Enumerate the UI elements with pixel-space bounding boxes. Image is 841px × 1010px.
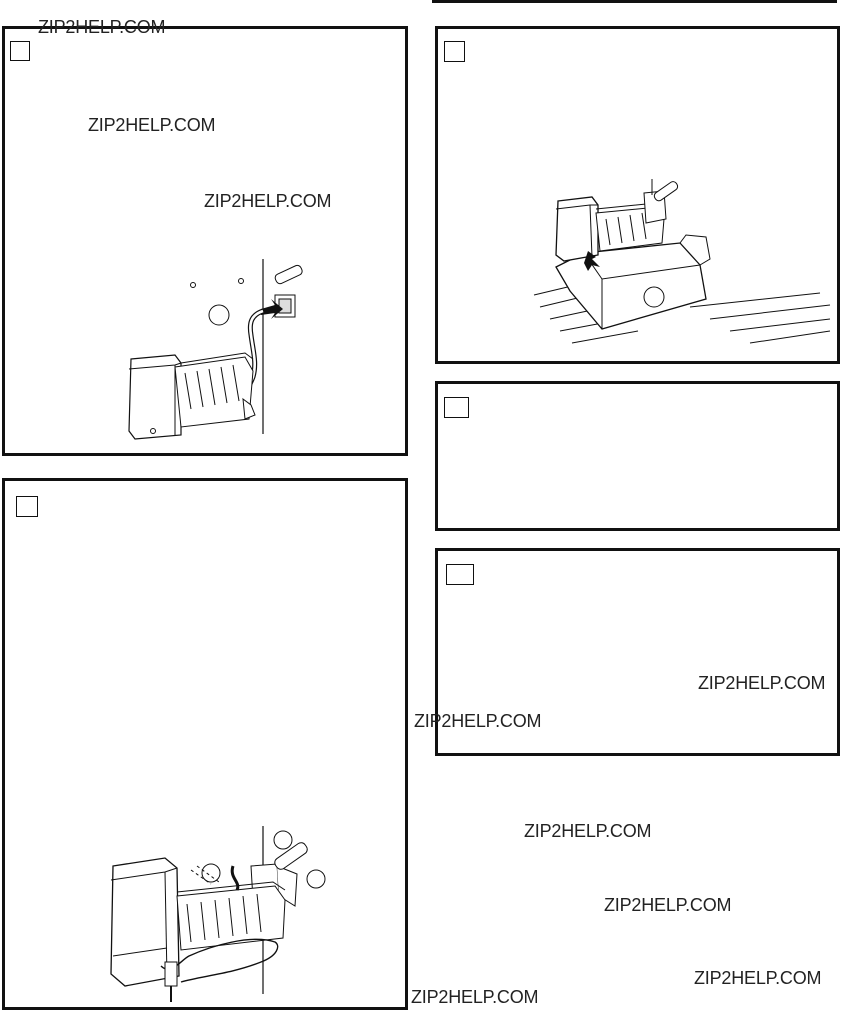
instruction-panel-b <box>435 26 840 364</box>
watermark-text: ZIP2HELP.COM <box>414 711 542 731</box>
step-number-box-d <box>444 397 469 418</box>
top-rule <box>432 0 837 3</box>
step-number-box-b <box>444 41 465 62</box>
ice-maker-outlet-illustration <box>105 259 335 439</box>
instruction-panel-e <box>435 548 840 756</box>
watermark-text: ZIP2HELP.COM <box>524 821 652 841</box>
ice-maker-harness-illustration <box>101 826 341 1006</box>
ice-maker-bin-illustration <box>530 179 830 349</box>
instruction-panel-c <box>2 478 408 1010</box>
step-number-box-c <box>16 496 38 517</box>
step-number-box-a <box>10 41 30 61</box>
watermark-text: ZIP2HELP.COM <box>411 987 539 1007</box>
step-number-box-e <box>446 564 474 585</box>
watermark-text: ZIP2HELP.COM <box>694 968 822 988</box>
watermark-text: ZIP2HELP.COM <box>698 673 826 693</box>
watermark-text: ZIP2HELP.COM <box>204 191 332 211</box>
instruction-panel-a <box>2 26 408 456</box>
instruction-panel-d <box>435 381 840 531</box>
watermark-text: ZIP2HELP.COM <box>88 115 216 135</box>
watermark-text: ZIP2HELP.COM <box>604 895 732 915</box>
watermark-text: ZIP2HELP.COM <box>38 17 166 37</box>
